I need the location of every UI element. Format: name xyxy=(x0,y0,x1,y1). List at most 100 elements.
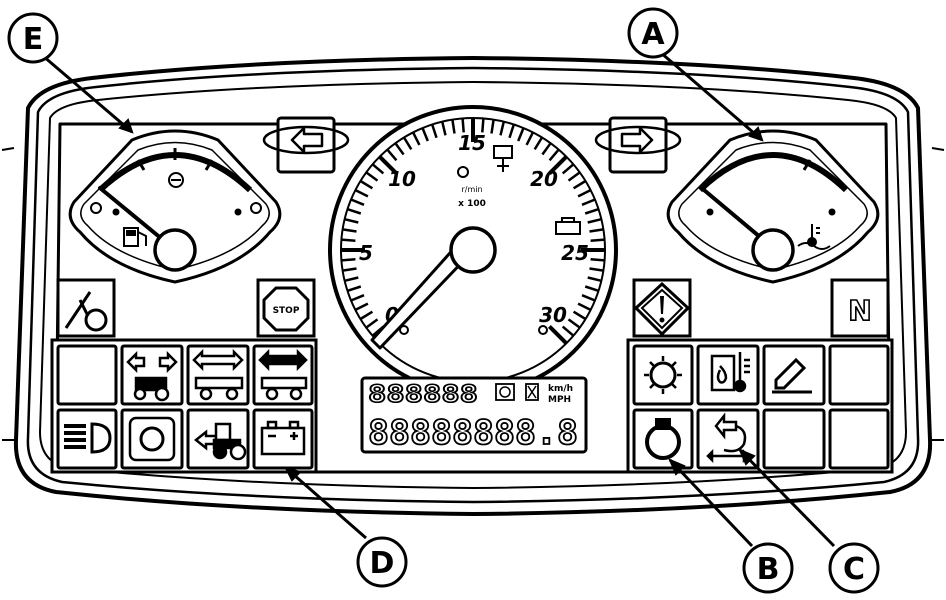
stop-indicator: STOP xyxy=(256,278,316,338)
trailer-2-turn-icon xyxy=(258,348,308,401)
tach-minor-tick xyxy=(359,310,374,321)
tach-unit-line2: x 100 xyxy=(458,199,486,209)
callout-b-label: B xyxy=(757,552,780,587)
air-filter-icon xyxy=(772,357,812,394)
tach-minor-tick xyxy=(386,148,398,162)
hitch-icon xyxy=(64,291,108,332)
tachometer: 0 5 10 15 20 25 30 r/min x 100 xyxy=(328,105,618,395)
left-turn-indicator xyxy=(262,116,350,174)
coolant-temperature-icon xyxy=(797,224,831,250)
leader-c xyxy=(738,448,836,548)
lcd-unit-kmh: km/h xyxy=(548,384,573,394)
right-turn-indicator xyxy=(594,116,682,174)
tachometer-scale-labels: 0 5 10 15 20 25 30 xyxy=(359,131,589,327)
tach-minor-tick xyxy=(572,179,587,190)
engine-oil-pressure-icon xyxy=(645,418,681,460)
tach-minor-tick xyxy=(350,294,365,302)
tach-minor-tick xyxy=(359,179,374,190)
tach-label-30: 30 xyxy=(539,303,567,327)
trailer-1-turn-icon xyxy=(192,348,244,401)
pto-icon xyxy=(493,145,513,172)
tach-minor-tick xyxy=(561,163,575,175)
callout-d: D xyxy=(356,536,408,588)
tach-minor-tick xyxy=(365,171,379,182)
temperature-gauge-hub xyxy=(751,228,795,272)
tach-minor-tick xyxy=(354,188,369,198)
tach-minor-tick xyxy=(365,318,379,329)
temperature-gauge-body xyxy=(666,129,880,284)
tach-minor-tick xyxy=(541,142,552,156)
lcd-unit-mph: MPH xyxy=(548,395,571,405)
callout-c-label: C xyxy=(843,552,865,587)
callout-b: B xyxy=(742,542,794,594)
temperature-gauge-scale xyxy=(697,152,849,193)
tachometer-ticks xyxy=(341,118,605,345)
tach-minor-tick xyxy=(508,124,515,139)
lcd-clock-icon xyxy=(495,383,515,401)
tach-minor-tick xyxy=(499,121,506,136)
tach-major-tick xyxy=(547,155,568,176)
tach-minor-tick xyxy=(371,163,385,175)
tach-label-5: 5 xyxy=(359,241,373,265)
tach-minor-tick xyxy=(577,188,592,198)
tach-minor-tick xyxy=(341,258,356,262)
tach-minor-tick xyxy=(344,217,359,224)
stop-sign-icon xyxy=(262,286,310,332)
dim-dot-icon xyxy=(538,325,548,335)
cold-start-sun-icon xyxy=(644,356,682,394)
lcd-top-digits: 888888 xyxy=(368,380,478,408)
tach-minor-tick xyxy=(354,302,369,312)
callout-e: E xyxy=(7,12,59,64)
engine-speed-icon xyxy=(555,217,581,235)
temperature-gauge-needle xyxy=(702,188,768,244)
lcd-display: 888888 km/h MPH 88888888.8 xyxy=(360,376,588,454)
hydraulic-gear-icon xyxy=(128,416,176,462)
tach-minor-tick xyxy=(481,118,485,133)
tach-minor-tick xyxy=(581,294,596,302)
tach-minor-tick xyxy=(517,127,525,142)
tach-label-20: 20 xyxy=(530,167,558,191)
tach-minor-tick xyxy=(584,208,599,215)
stop-label: STOP xyxy=(273,306,300,316)
dim-dot-icon-left xyxy=(399,325,409,335)
tach-minor-tick xyxy=(341,238,356,242)
tach-minor-tick xyxy=(344,276,359,283)
tach-minor-tick xyxy=(567,171,581,182)
tach-label-10: 10 xyxy=(388,167,416,191)
tach-minor-tick xyxy=(461,118,465,133)
neutral-label: N xyxy=(848,294,871,327)
neutral-indicator: N xyxy=(830,278,890,338)
tach-minor-tick xyxy=(402,136,413,151)
headlight-high-beam-icon xyxy=(64,422,112,454)
tach-minor-tick xyxy=(590,258,605,262)
left-indicator-grid xyxy=(50,338,318,474)
tach-minor-tick xyxy=(584,285,599,292)
fuel-pump-icon xyxy=(123,227,147,247)
tach-minor-tick xyxy=(589,228,604,233)
tach-unit-line1: r/min xyxy=(461,185,482,194)
callout-c: C xyxy=(828,542,880,594)
callout-e-label: E xyxy=(23,22,44,57)
tach-minor-tick xyxy=(431,124,438,139)
right-arrow-icon xyxy=(620,126,654,154)
left-arrow-icon xyxy=(290,126,324,154)
temperature-gauge xyxy=(666,129,880,284)
tach-minor-tick xyxy=(342,228,357,233)
tach-minor-tick xyxy=(581,198,596,206)
tach-minor-tick xyxy=(350,198,365,206)
tach-minor-tick xyxy=(533,136,544,151)
tach-minor-tick xyxy=(347,208,362,215)
callout-d-label: D xyxy=(370,546,395,581)
lcd-bottom-digits: 88888888.8 xyxy=(368,413,578,453)
callout-a: A xyxy=(627,7,679,59)
tach-minor-tick xyxy=(567,318,581,329)
tach-minor-tick xyxy=(411,131,421,146)
tach-minor-tick xyxy=(490,119,495,134)
tach-minor-tick xyxy=(548,148,560,162)
tractor-turn-icon xyxy=(126,350,178,402)
leader-b xyxy=(668,458,754,548)
tach-minor-tick xyxy=(342,267,357,272)
tach-minor-tick xyxy=(587,217,602,224)
